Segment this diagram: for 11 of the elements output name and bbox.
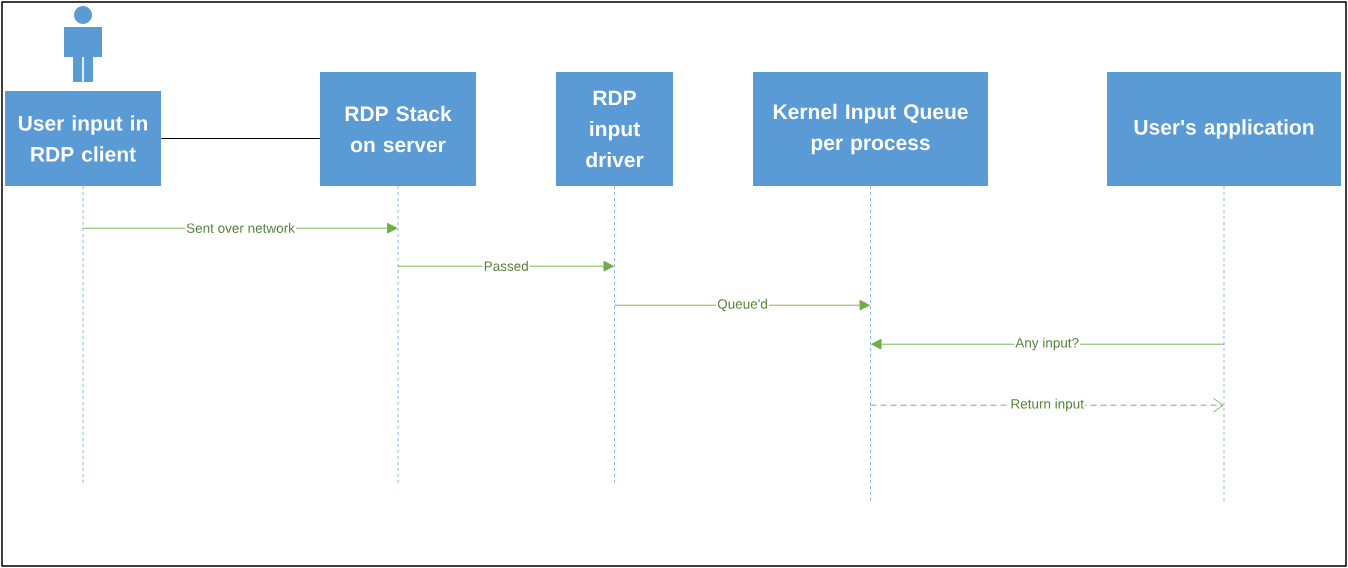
message-label: Passed [482, 260, 530, 272]
connector-line [160, 137, 321, 140]
participant-box: User input in RDP client [5, 91, 161, 186]
participant-box: Kernel Input Queue per process [753, 72, 988, 186]
participant-box: RDP input driver [556, 72, 673, 186]
message-label: Return input [1009, 397, 1085, 413]
message-label: Any input? [1014, 336, 1081, 352]
participant-box: RDP Stack on server [320, 72, 476, 186]
participant-box: User's application [1107, 72, 1341, 186]
message-label: Sent over network [185, 222, 296, 234]
message-label: Queue'd [716, 297, 769, 313]
